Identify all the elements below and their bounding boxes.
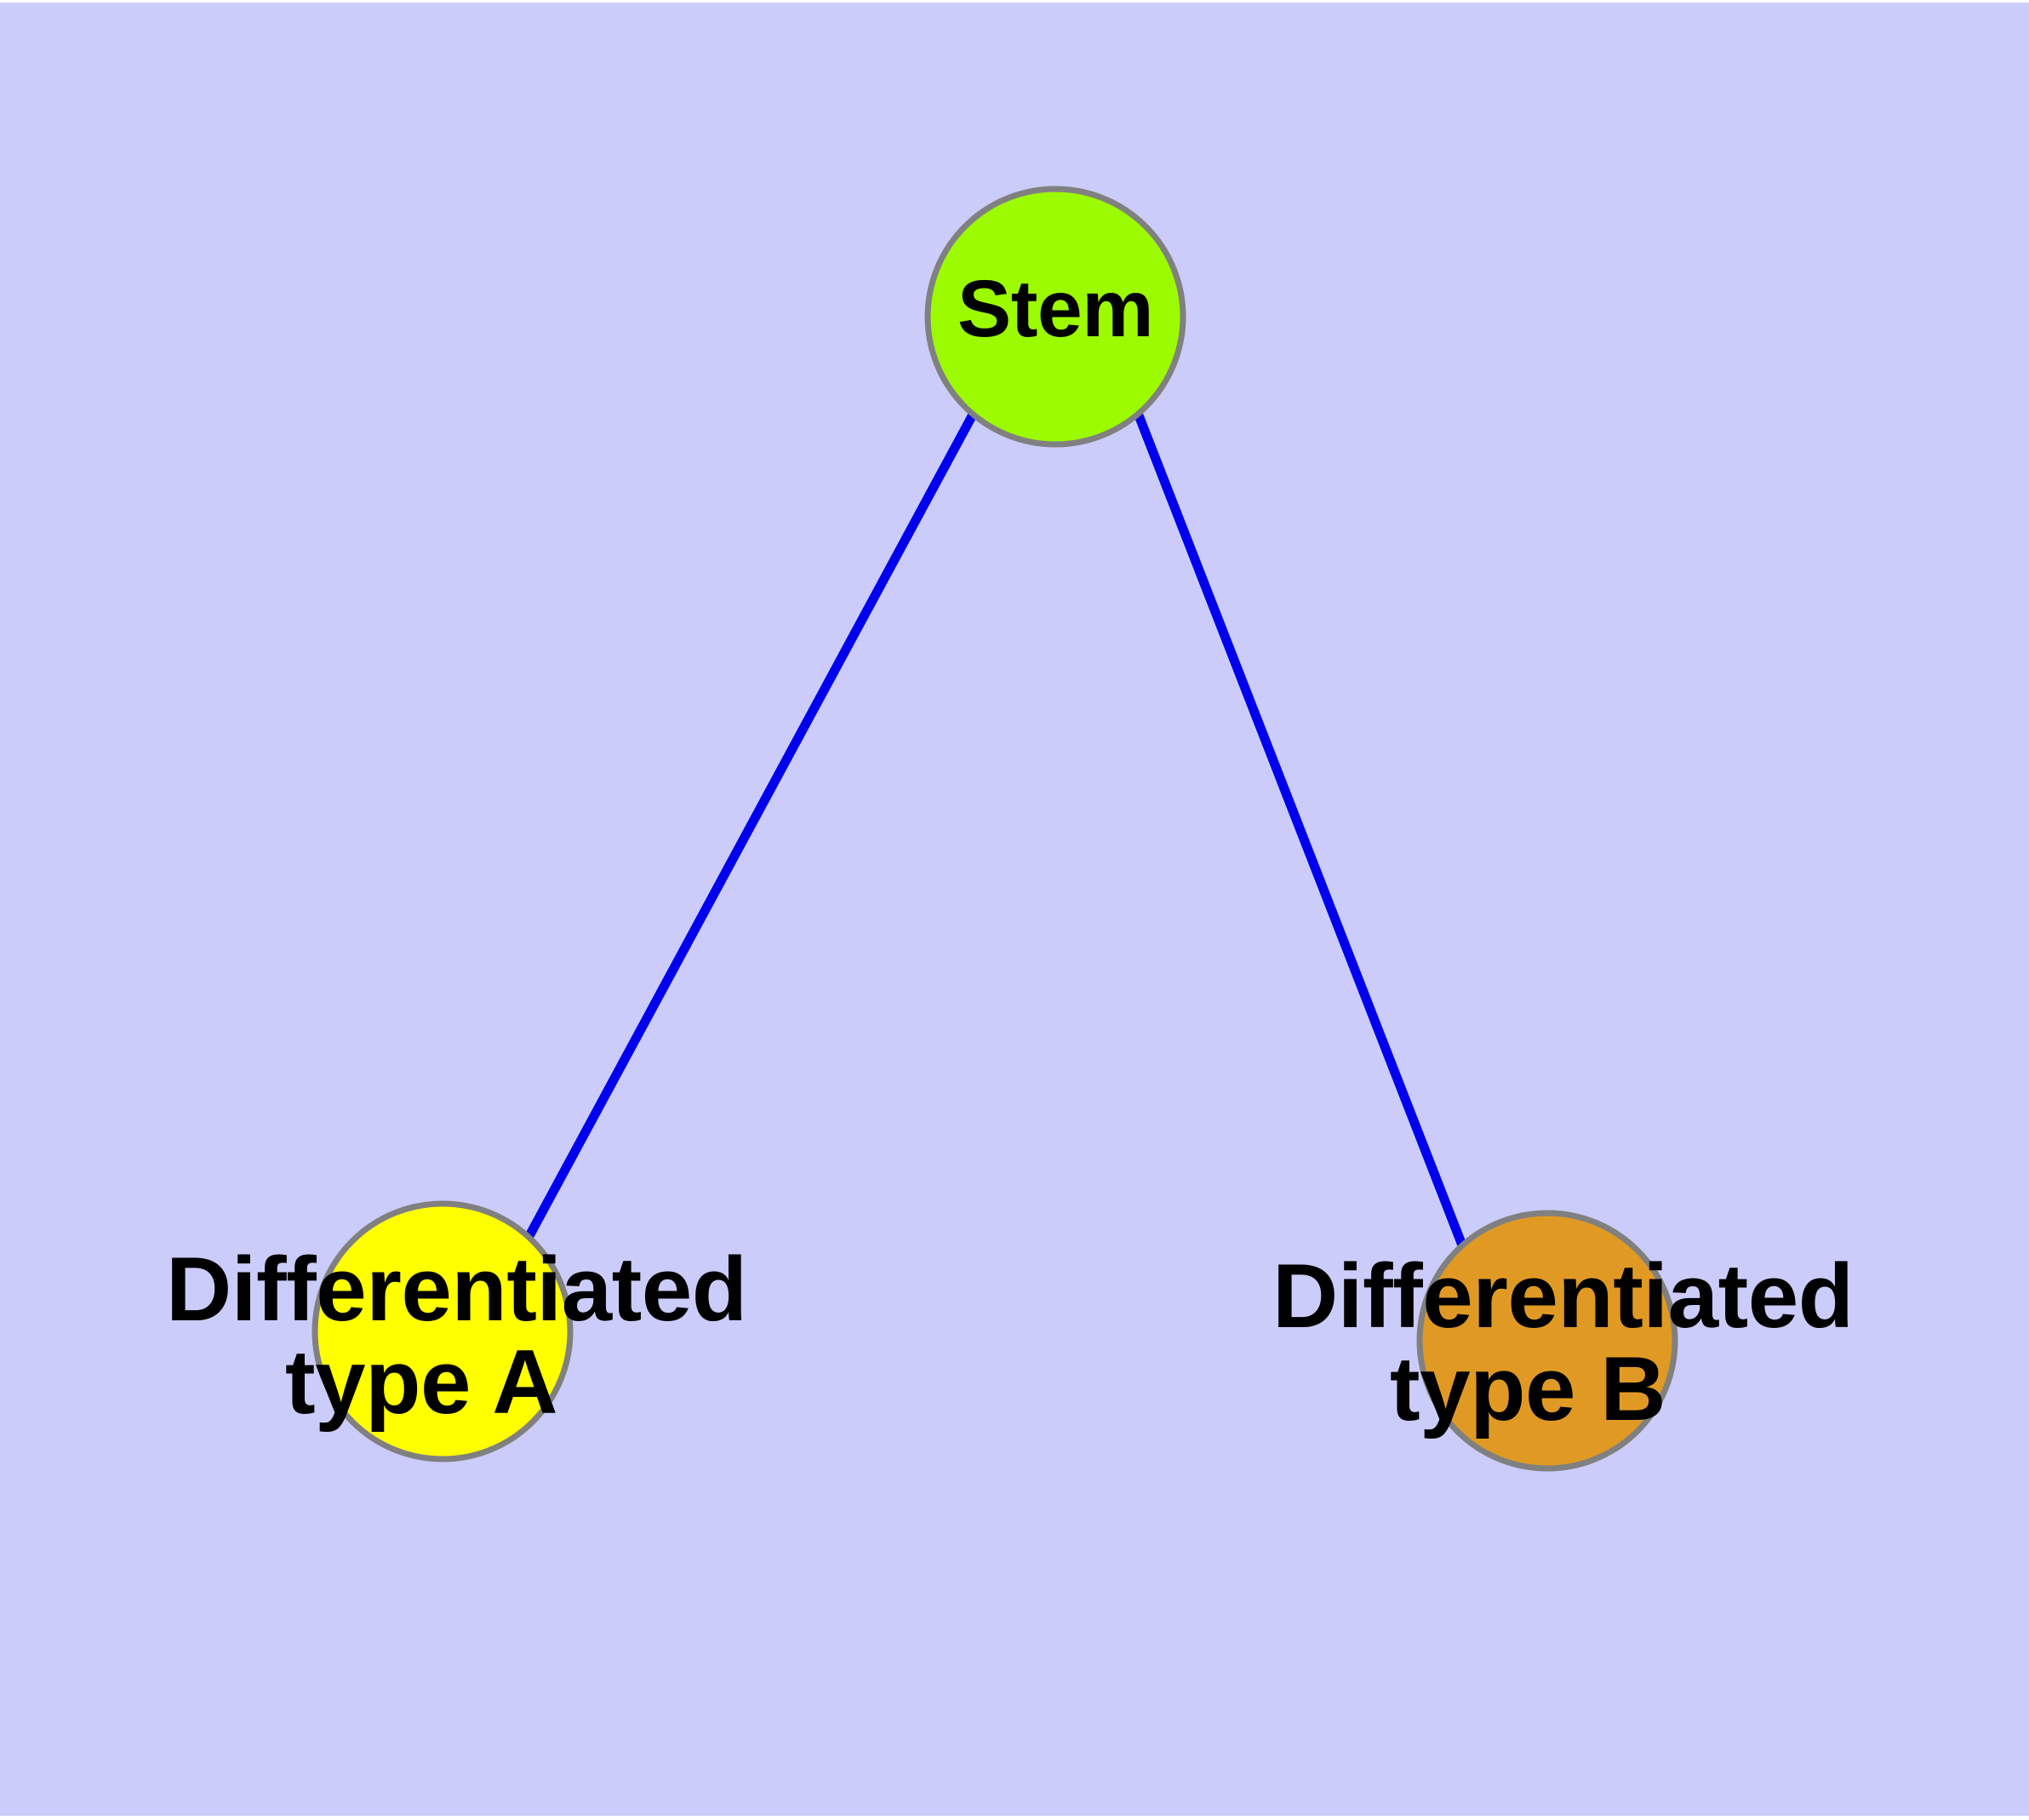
edge-stem-to-differentiated-type-b[interactable] xyxy=(1134,414,1471,1256)
node-stem[interactable] xyxy=(924,186,1186,448)
node-differentiated-type-a[interactable] xyxy=(311,1200,574,1462)
edge-layer xyxy=(521,412,1471,1256)
edge-stem-to-differentiated-type-a[interactable] xyxy=(521,412,977,1246)
node-layer xyxy=(311,186,1678,1472)
node-differentiated-type-b[interactable] xyxy=(1416,1210,1678,1472)
